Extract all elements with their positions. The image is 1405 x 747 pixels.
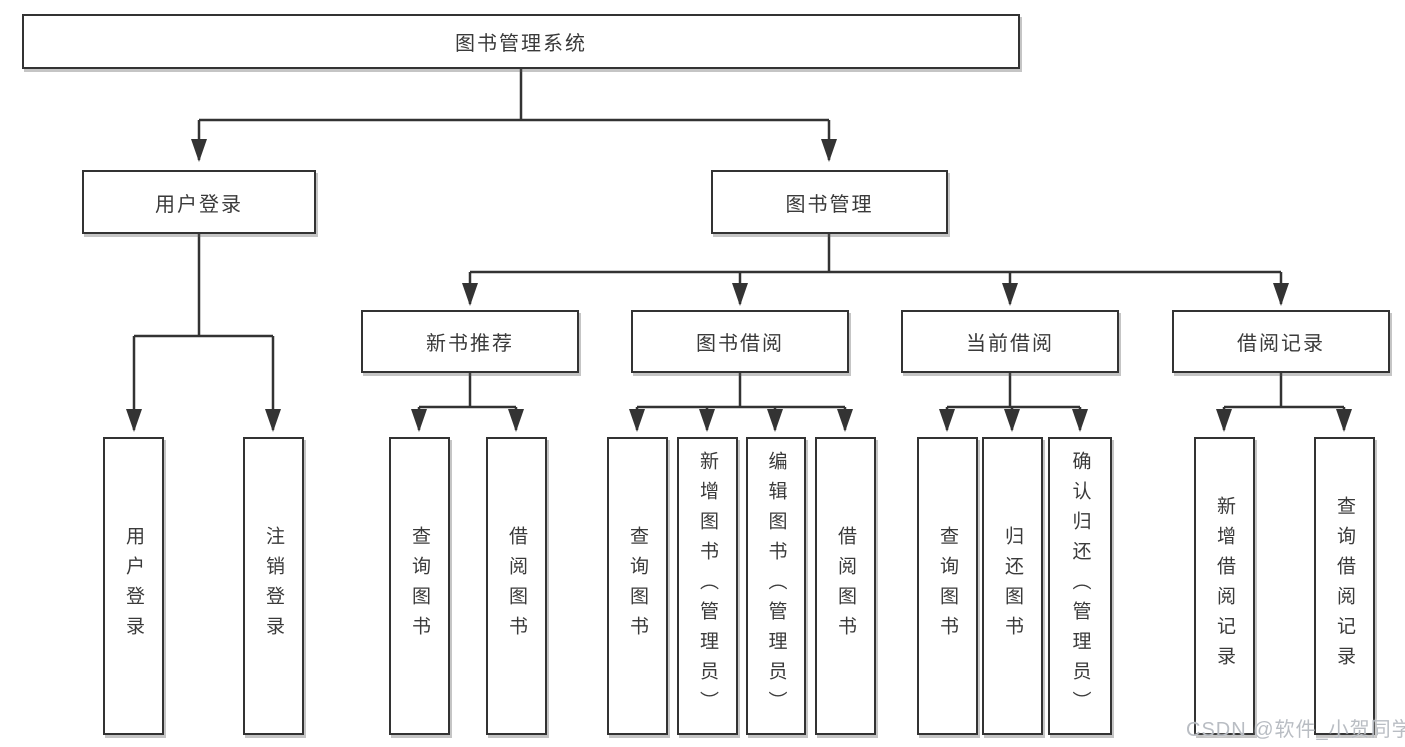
leaf-borrowing-edit-books-admin: 编辑图书（管理员） [746,437,806,735]
node-current-borrowing: 当前借阅 [901,310,1119,373]
book-management-connector [470,234,1281,274]
leaf-records-add-record: 新增借阅记录 [1194,437,1255,735]
node-new-book-recommend: 新书推荐 [361,310,579,373]
leaf-recommend-borrow-books: 借阅图书 [486,437,547,735]
leaf-current-query-books: 查询图书 [917,437,978,735]
node-borrowing-records: 借阅记录 [1172,310,1390,373]
root-connector [199,68,829,122]
new-book-connector [419,373,516,409]
node-user-login: 用户登录 [82,170,316,234]
csdn-watermark: CSDN @软件_小贺同学 [1186,719,1405,741]
leaf-borrowing-borrow-books: 借阅图书 [815,437,876,735]
leaf-current-confirm-return-admin: 确认归还（管理员） [1048,437,1112,735]
user-login-connector [134,234,273,338]
node-library-system: 图书管理系统 [22,14,1020,69]
borrow-records-connector [1224,373,1344,409]
leaf-records-query-record: 查询借阅记录 [1314,437,1375,735]
leaf-borrowing-query-books: 查询图书 [607,437,668,735]
node-book-management: 图书管理 [711,170,948,234]
leaf-borrowing-add-books-admin: 新增图书（管理员） [677,437,738,735]
leaf-logout: 注销登录 [243,437,304,735]
current-borrow-connector [947,373,1080,409]
leaf-user-login: 用户登录 [103,437,164,735]
book-borrow-connector [637,373,845,409]
leaf-current-return-books: 归还图书 [982,437,1043,735]
arrowheads [126,120,1352,432]
leaf-recommend-query-books: 查询图书 [389,437,450,735]
node-book-borrowing: 图书借阅 [631,310,849,373]
